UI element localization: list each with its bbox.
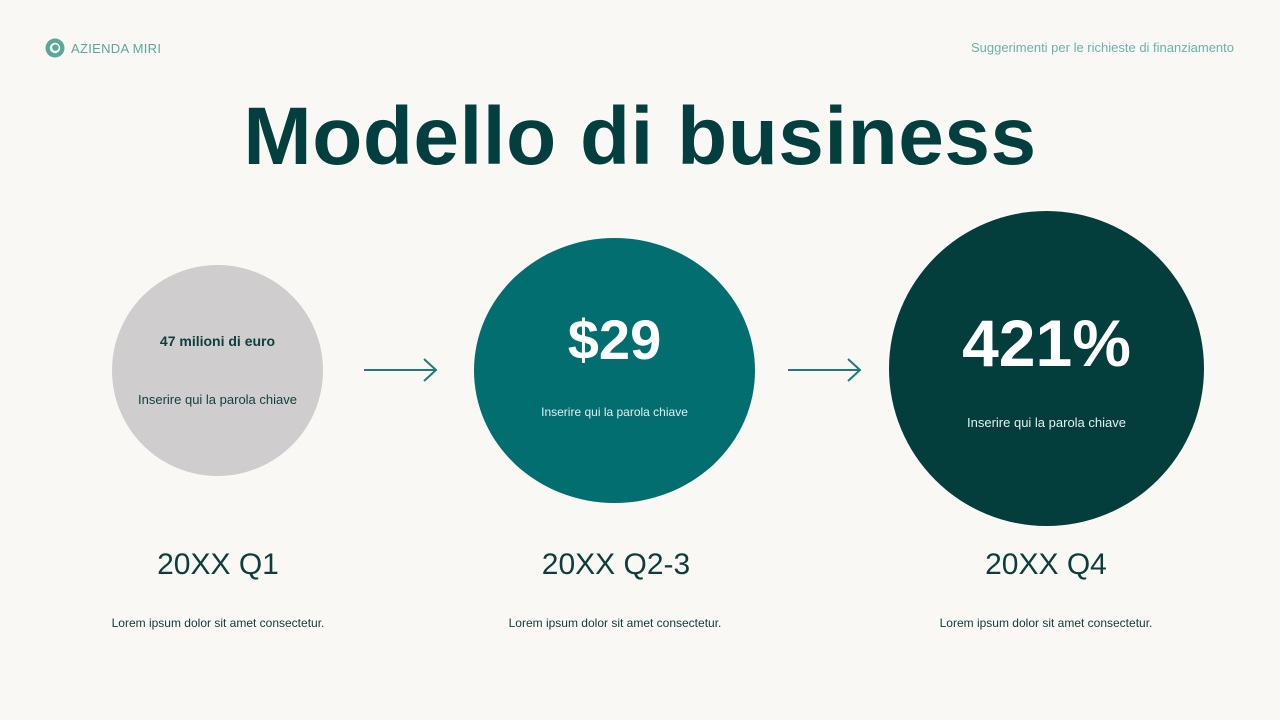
arrow-right-icon bbox=[788, 358, 862, 382]
stage-q1-period: 20XX Q1 bbox=[157, 548, 279, 581]
stage-q4-circle bbox=[889, 211, 1204, 526]
arrow-right-icon bbox=[364, 358, 438, 382]
stage-q1-description: Lorem ipsum dolor sit amet consectetur. bbox=[111, 616, 325, 630]
stage-q2-3-value: $29 bbox=[567, 308, 662, 371]
stage-q4-period: 20XX Q4 bbox=[985, 548, 1107, 581]
stage-q4-description: Lorem ipsum dolor sit amet consectetur. bbox=[939, 616, 1153, 630]
circle-logo-icon bbox=[45, 38, 65, 58]
section-link[interactable]: Suggerimenti per le richieste di finanzi… bbox=[970, 40, 1234, 55]
page-title: Modello di business bbox=[243, 91, 1037, 182]
company-logo: AZIENDA MIRI bbox=[45, 38, 161, 58]
company-name: AZIENDA MIRI bbox=[71, 40, 162, 56]
stage-q1-circle bbox=[112, 265, 323, 476]
stage-q1-keyword: Inserire qui la parola chiave bbox=[138, 392, 297, 407]
stage-q2-3-period: 20XX Q2-3 bbox=[541, 548, 691, 581]
stage-q1-value: 47 milioni di euro bbox=[159, 333, 276, 349]
stage-q2-3-description: Lorem ipsum dolor sit amet consectetur. bbox=[508, 616, 722, 630]
stage-q2-3-keyword: Inserire qui la parola chiave bbox=[541, 405, 688, 419]
stage-q4-value: 421% bbox=[962, 306, 1131, 380]
stage-q2-3-circle bbox=[474, 238, 755, 503]
stage-q4-keyword: Inserire qui la parola chiave bbox=[967, 415, 1126, 430]
